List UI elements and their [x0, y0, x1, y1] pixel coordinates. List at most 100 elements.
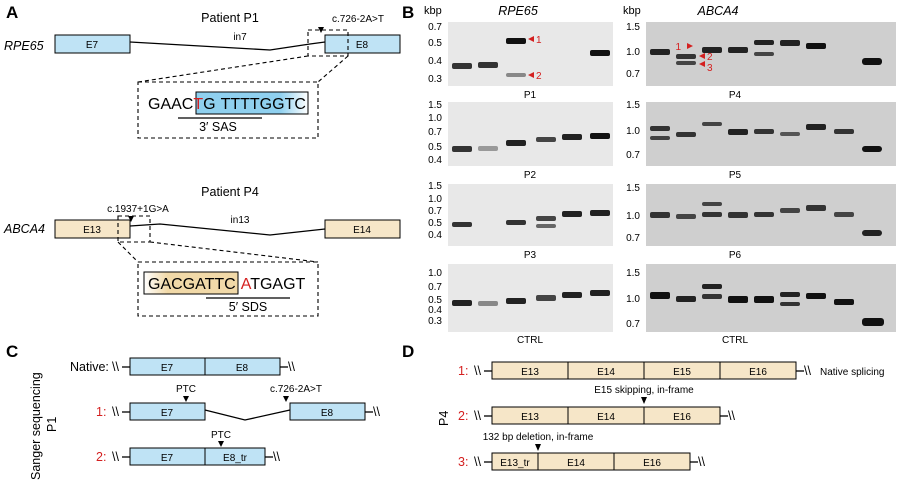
svg-text:0.3: 0.3: [428, 316, 442, 327]
svg-text:0.5: 0.5: [428, 218, 442, 229]
rpe65-header: RPE65: [498, 4, 538, 18]
abca4-blot-p5: 1.5 1.0 0.7: [626, 100, 896, 166]
svg-text:1.0: 1.0: [428, 268, 442, 279]
panel-c-iso1-variant-arrow: [283, 396, 289, 402]
svg-text:\\: \\: [728, 409, 735, 423]
svg-text:1.0: 1.0: [428, 113, 442, 124]
panel-letter-c: C: [6, 342, 18, 361]
svg-text:\\: \\: [373, 405, 380, 419]
abca4-blot-p6: 1.5 1.0 0.7: [626, 183, 896, 246]
p1-exon-e8: [324, 34, 401, 54]
p1-intron-line: [129, 41, 326, 51]
p1-zoom-line-left: [137, 55, 309, 83]
p4-marker-3: 3: [707, 63, 713, 74]
panel-d-iso3-num: 3:: [458, 455, 468, 469]
rpe65-blot-p1-label: P1: [524, 90, 537, 101]
p1-zoom-line-right: [317, 55, 349, 83]
rpe65-blot-p2-label: P2: [524, 170, 537, 181]
p1-seq-box: [137, 81, 319, 139]
panel-c-iso2-num: 2:: [96, 450, 106, 464]
p1-marker-2: 2: [536, 71, 542, 82]
p1-exon-e7-label: E7: [86, 40, 99, 51]
svg-text:E8: E8: [236, 363, 249, 374]
panel-d-side-label: P4: [437, 411, 451, 426]
panel-c-side-label-2: P1: [45, 417, 59, 432]
svg-text:0.7: 0.7: [428, 206, 442, 217]
p1-site-label: 3′ SAS: [199, 120, 237, 134]
svg-text:0.5: 0.5: [428, 295, 442, 306]
p4-zoom-line-left: [117, 241, 139, 263]
p4-seq-exon-highlight: [143, 271, 239, 295]
svg-text:E7: E7: [161, 453, 174, 464]
panel-c-iso1-intron: [204, 409, 291, 421]
svg-text:0.7: 0.7: [626, 69, 640, 80]
p4-zoom-box: [117, 215, 151, 243]
abca4-blot-ctrl: 1.5 1.0 0.7: [626, 264, 896, 332]
p1-marker-1: 1: [536, 35, 542, 46]
panel-d-iso3-e16: E16: [643, 458, 661, 469]
svg-text:0.4: 0.4: [428, 56, 442, 67]
panel-d-iso2-e13: E13: [521, 412, 539, 423]
panel-d-iso2-num: 2:: [458, 409, 468, 423]
abca4-blot-p6-label: P6: [729, 250, 742, 261]
p4-variant-arrow: [128, 216, 134, 222]
svg-text:0.7: 0.7: [428, 127, 442, 138]
panel-c-native-break-left: \\: [112, 360, 119, 374]
p4-title: Patient P4: [201, 185, 259, 199]
kbp-label-left: kbp: [424, 5, 442, 17]
svg-text:\\: \\: [112, 405, 119, 419]
abca4-blot-p5-label: P5: [729, 170, 742, 181]
svg-text:\\: \\: [474, 364, 481, 378]
svg-text:1.0: 1.0: [626, 294, 640, 305]
svg-text:\\: \\: [112, 450, 119, 464]
svg-text:0.7: 0.7: [428, 282, 442, 293]
svg-text:\\: \\: [698, 455, 705, 469]
p1-variant-arrow: [318, 27, 324, 33]
p1-exon-e7: [54, 34, 131, 54]
panel-c-iso1-num: 1:: [96, 405, 106, 419]
panel-d-iso2-arrow: [641, 397, 647, 404]
svg-text:1.5: 1.5: [428, 100, 442, 111]
p1-marker-1-arrow: [528, 36, 534, 42]
svg-text:\\: \\: [273, 450, 280, 464]
p4-marker-1: 1: [675, 42, 681, 53]
panel-c-side-label: Sanger sequencing: [29, 372, 43, 480]
svg-text:1.0: 1.0: [428, 194, 442, 205]
panel-d-iso1-e15: E15: [673, 367, 691, 378]
panel-d-iso2-e14: E14: [597, 412, 615, 423]
panel-d-iso1-e14: E14: [597, 367, 615, 378]
p1-title: Patient P1: [201, 11, 259, 25]
svg-text:\\: \\: [474, 409, 481, 423]
panel-d-iso1-num: 1:: [458, 364, 468, 378]
svg-text:0.3: 0.3: [428, 74, 442, 85]
panel-d-iso1-note: Native splicing: [820, 367, 884, 378]
panel-letter-b: B: [402, 3, 414, 22]
rpe65-blot-p2: 1.5 1.0 0.7 0.5 0.4: [428, 100, 613, 166]
p1-marker-2-arrow: [528, 72, 534, 78]
panel-c-iso2-ptc: PTC: [211, 430, 231, 441]
p1-intron-label: in7: [233, 32, 247, 43]
panel-letter-d: D: [402, 342, 414, 361]
rpe65-blot-ctrl-label: CTRL: [517, 335, 544, 346]
svg-text:1.5: 1.5: [626, 268, 640, 279]
svg-text:1.5: 1.5: [626, 183, 640, 194]
p4-site-label: 5′ SDS: [229, 300, 267, 314]
svg-text:E8: E8: [321, 408, 334, 419]
panel-d-iso3-arrow: [535, 444, 541, 451]
p1-seq-exon-highlight: [195, 91, 309, 115]
abca4-header: ABCA4: [697, 4, 739, 18]
svg-text:0.5: 0.5: [428, 142, 442, 153]
p1-exon-e8-label: E8: [356, 40, 369, 51]
svg-text:0.7: 0.7: [428, 22, 442, 33]
svg-text:1.0: 1.0: [626, 47, 640, 58]
p1-variant-label: c.726-2A>T: [332, 14, 384, 25]
svg-text:0.7: 0.7: [626, 319, 640, 330]
abca4-blot-ctrl-label: CTRL: [722, 335, 749, 346]
panel-d-iso1-e16: E16: [749, 367, 767, 378]
svg-text:0.5: 0.5: [428, 38, 442, 49]
p4-intron-line: [129, 223, 326, 236]
rpe65-blot-ctrl: 1.0 0.7 0.5 0.4 0.3: [428, 264, 613, 332]
p4-variant-label: c.1937+1G>A: [107, 204, 169, 215]
